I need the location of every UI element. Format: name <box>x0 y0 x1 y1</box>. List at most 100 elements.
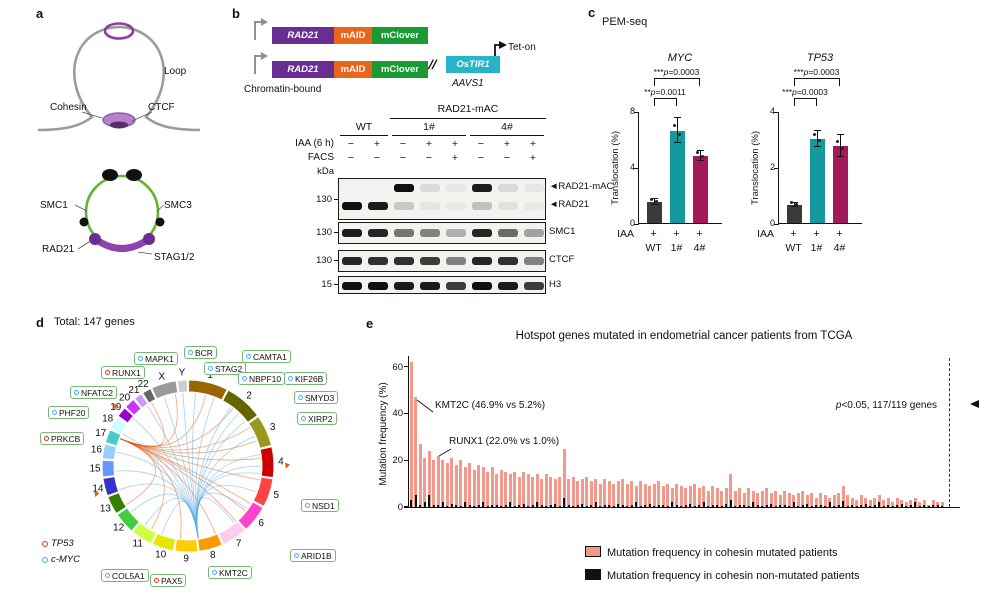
bar-nonmutated <box>657 504 660 507</box>
facs-sign: + <box>529 152 537 164</box>
smc3-hinge <box>155 217 165 227</box>
bar-mutated <box>576 481 580 507</box>
protein-band <box>498 229 518 237</box>
bar-mutated <box>621 478 625 507</box>
bar-mutated <box>454 464 458 507</box>
chromosome-number: 15 <box>89 463 101 474</box>
bar-nonmutated <box>738 504 741 507</box>
bar-mutated <box>765 488 769 507</box>
bar-1# <box>670 130 685 223</box>
chromosome-12 <box>117 508 139 531</box>
bar-mutated <box>760 490 764 507</box>
bar-mutated <box>855 500 859 507</box>
y-tick-label: 0 <box>769 218 775 228</box>
bar-nonmutated <box>747 505 750 507</box>
translocation-link <box>115 470 199 539</box>
bar-mutated <box>706 490 710 507</box>
chromosome-5 <box>253 477 273 506</box>
construct-allele-2: RAD21 mAID mClover <box>252 52 428 82</box>
translocation-link <box>120 438 156 506</box>
blue-circle-marker <box>74 390 79 395</box>
bar-mutated <box>922 500 926 507</box>
y-tick-mark <box>634 167 639 169</box>
orange-triangle-marker <box>284 462 290 469</box>
iaa-sign: + <box>813 228 820 240</box>
ctcf-label: CTCF <box>148 102 175 113</box>
data-point <box>655 200 658 204</box>
bar-nonmutated <box>491 504 494 507</box>
bar-1# <box>810 139 825 223</box>
protein-band <box>368 257 388 265</box>
error-bar-cap <box>837 156 844 158</box>
promoter-arrow-icon <box>254 18 268 40</box>
bar-nonmutated <box>716 504 719 507</box>
chromosome-21 <box>135 394 148 408</box>
genotype-label-WT: WT <box>355 121 373 133</box>
band-label: ◄RAD21-mAC <box>549 181 614 192</box>
bar-nonmutated <box>734 505 737 507</box>
bar-mutated <box>936 502 940 507</box>
error-bar <box>653 199 656 205</box>
chromosome-number: 8 <box>210 550 216 561</box>
chromosome-20 <box>126 400 141 415</box>
category-label: 4# <box>693 242 706 254</box>
genotype-label-1#: 1# <box>423 121 435 133</box>
bar-mutated <box>796 492 800 507</box>
gene-name: PHF20 <box>59 407 86 418</box>
gene-label-camta1: CAMTA1 <box>242 350 291 363</box>
gene-label-runx1: RUNX1 <box>101 366 145 379</box>
bar-mutated <box>886 497 890 507</box>
bar-nonmutated <box>689 503 692 507</box>
protein-band <box>368 229 388 237</box>
bar-mutated <box>891 502 895 507</box>
cohesin-pointer-line <box>81 111 103 119</box>
chromosome-17 <box>105 430 121 446</box>
bar-nonmutated <box>563 497 566 507</box>
chromosome-16 <box>102 444 116 460</box>
blue-circle-marker <box>105 573 110 578</box>
y-tick-mark <box>404 412 409 414</box>
chromatin-bound-label: Chromatin-bound <box>244 84 322 95</box>
smc3-head <box>126 169 142 181</box>
bar-nonmutated <box>428 495 431 507</box>
y-tick-label: 8 <box>629 106 635 116</box>
protein-band <box>498 282 518 290</box>
blot-strip <box>338 276 546 294</box>
bar-mutated <box>657 481 661 507</box>
bar-nonmutated <box>774 505 777 507</box>
facs-sign: − <box>503 152 511 164</box>
gene-name: MAPK1 <box>145 353 174 364</box>
bar-mutated <box>697 488 701 507</box>
translocation-link <box>195 497 235 539</box>
genotype-label-4#: 4# <box>501 121 513 133</box>
y-tick-mark <box>774 167 779 169</box>
bar-mutated <box>742 492 746 507</box>
chromosome-19 <box>118 408 133 423</box>
bar-nonmutated <box>761 505 764 507</box>
blue-circle-marker <box>52 410 57 415</box>
bar-mutated <box>814 497 818 507</box>
bar-mutated <box>661 485 665 507</box>
gene-label-arid1b: ARID1B <box>290 549 336 562</box>
bar-nonmutated <box>864 503 867 507</box>
error-bar <box>839 134 842 158</box>
chromosome-8 <box>197 534 222 551</box>
protein-band <box>394 202 414 210</box>
bar-nonmutated <box>522 503 525 507</box>
gene-name: COL5A1 <box>112 570 145 581</box>
bar-mutated <box>598 483 602 507</box>
gene-label-phf20: PHF20 <box>48 406 90 419</box>
bar-mutated <box>864 497 868 507</box>
bar-mutated <box>720 490 724 507</box>
protein-band <box>446 184 466 192</box>
ostir1-gene-box: OsTIR1 <box>446 56 500 73</box>
bar-nonmutated <box>869 505 872 507</box>
bar-mutated <box>648 485 652 507</box>
y-tick-mark <box>634 111 639 113</box>
chromosome-ring: 12345678910111213141516171819202122XY <box>89 368 284 565</box>
translocation-link <box>196 420 246 539</box>
bar-nonmutated <box>860 504 863 507</box>
blue-circle-marker <box>242 376 247 381</box>
bar-nonmutated <box>815 504 818 507</box>
